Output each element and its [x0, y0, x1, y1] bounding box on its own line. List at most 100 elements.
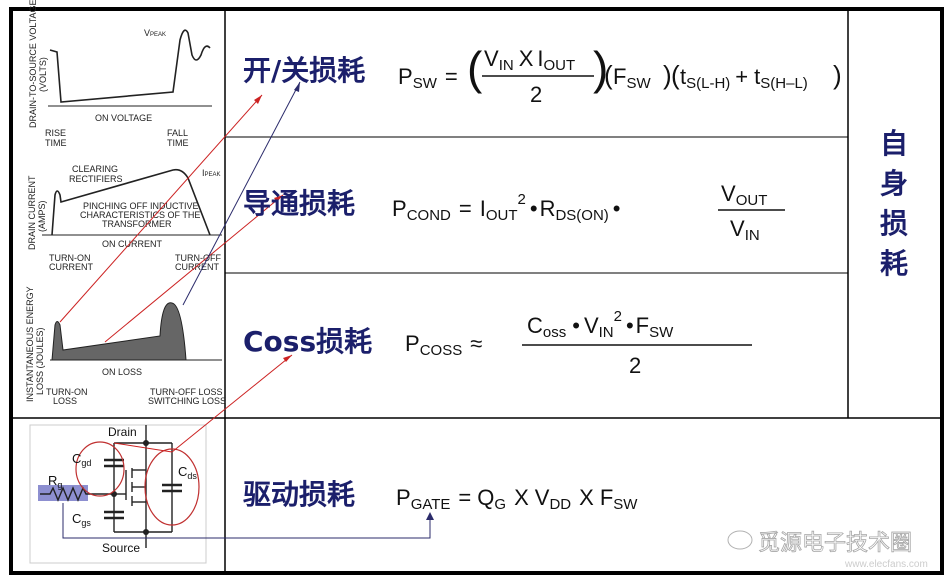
q-sub: G — [494, 496, 506, 513]
watermark-text: 觅源电子技术圈 — [758, 531, 912, 556]
resistor-rg — [40, 486, 114, 502]
switching-loss-title: 开/关损耗 — [243, 54, 365, 87]
f: F — [636, 313, 649, 338]
turn-off-current-label: CURRENT — [175, 262, 220, 272]
conduction-loss-title: 导通损耗 — [243, 187, 355, 220]
rg-label: R — [48, 473, 57, 488]
arrowhead — [294, 82, 300, 92]
self-loss-label: 自 身 损 耗 — [880, 127, 908, 280]
eq: = — [445, 64, 458, 89]
turn-off-label: TURN-OFF — [175, 253, 221, 263]
transformer-label: TRANSFORMER — [102, 219, 172, 229]
svg-text:IPEAK: IPEAK — [202, 168, 221, 178]
v-sub: IN — [499, 57, 514, 74]
p: P — [396, 485, 411, 510]
cds-label: C — [178, 464, 187, 479]
coss-loss-title: Coss损耗 — [243, 325, 372, 358]
svg-text:VOUT: VOUT — [721, 181, 767, 209]
arrow-gate-to-drive — [62, 503, 431, 539]
c: C — [527, 313, 543, 338]
eq: = — [459, 196, 472, 221]
p-sub: COSS — [420, 342, 463, 359]
svg-text:PCOSS≈: PCOSS ≈ — [405, 331, 482, 359]
arrow-turn-off-to-switching — [182, 81, 301, 306]
svg-text:Rg: Rg — [48, 473, 62, 490]
p: P — [405, 331, 420, 356]
svg-text:VPEAK: VPEAK — [144, 28, 166, 38]
ipeak-label: I — [202, 168, 205, 178]
i: I — [480, 196, 486, 221]
plus: + — [735, 64, 748, 89]
v-in: V — [730, 216, 745, 241]
r-sub: DS(ON) — [555, 207, 608, 224]
side-char: 耗 — [880, 247, 908, 280]
svg-text:Coss•VIN2•FSW: Coss•VIN2•FSW — [527, 308, 674, 341]
approx: ≈ — [470, 331, 482, 356]
dot: • — [572, 313, 580, 338]
side-char: 身 — [880, 167, 908, 200]
voltage-ylabel: DRAIN-TO-SOURCE VOLTAGE — [28, 0, 38, 128]
turn-on-current-label: CURRENT — [49, 262, 94, 272]
v-sub: DD — [549, 496, 571, 513]
p: P — [392, 196, 407, 221]
arrowhead — [254, 95, 262, 104]
f-sub: SW — [613, 496, 638, 513]
svg-text:(: ( — [604, 60, 613, 90]
p-sub: GATE — [411, 496, 451, 513]
svg-text:(: ( — [671, 60, 680, 90]
loss-label: LOSS — [53, 396, 77, 406]
times: X — [579, 485, 594, 510]
current-ylabel: DRAIN CURRENT — [27, 175, 37, 250]
denominator: 2 — [530, 82, 542, 107]
p-sub: SW — [413, 75, 438, 92]
cgs-sub: gs — [81, 518, 91, 528]
svg-text:): ) — [593, 42, 608, 94]
fall-time-label: TIME — [167, 138, 189, 148]
on-current-label: ON CURRENT — [102, 239, 163, 249]
fall-label: FALL — [167, 128, 188, 138]
cgd-label: C — [72, 451, 81, 466]
dot: • — [613, 196, 621, 221]
f-sub: SW — [649, 324, 674, 341]
dot: • — [530, 196, 538, 221]
times: X — [519, 46, 534, 71]
current-ylabel-unit: (AMPS) — [37, 200, 47, 232]
voltage-ylabel-unit: (VOLTS) — [38, 57, 48, 92]
i-sub: OUT — [544, 57, 576, 74]
cgd-sub: gd — [81, 458, 91, 468]
t1-sub: S(L-H) — [686, 75, 730, 92]
v-sup: 2 — [614, 308, 622, 325]
turn-on-label: TURN-ON — [49, 253, 91, 263]
t2-sub: S(H–L) — [760, 75, 808, 92]
rise-label: RISE — [45, 128, 66, 138]
arrow-cds-to-coss — [171, 354, 293, 453]
v-out-sub: OUT — [736, 192, 768, 209]
p-sub: COND — [407, 207, 451, 224]
dot: • — [626, 313, 634, 338]
rectifiers-label: RECTIFIERS — [69, 174, 123, 184]
t2: t — [754, 64, 760, 89]
svg-text:): ) — [663, 60, 672, 90]
side-char: 损 — [880, 207, 908, 240]
rg-sub: g — [57, 480, 62, 490]
svg-text:PSW=: PSW= — [398, 64, 458, 92]
drive-loss-title: 驱动损耗 — [243, 478, 355, 511]
v-in-sub: IN — [745, 227, 760, 244]
v: V — [584, 313, 599, 338]
t1: t — [680, 64, 686, 89]
pinch-label: PINCHING OFF INDUCTIVE — [83, 201, 199, 211]
energy-ylabel: INSTANTANEOUS ENERGY — [25, 286, 35, 402]
v: V — [484, 46, 499, 71]
f: F — [600, 485, 613, 510]
cds-highlight-circle — [144, 448, 200, 526]
watermark: 觅源电子技术圈 www.elecfans.com — [727, 530, 928, 570]
svg-text:tS(L-H)+tS(H–L): tS(L-H)+tS(H–L) — [680, 64, 808, 92]
rise-time-label: TIME — [45, 138, 67, 148]
voltage-waveform: DRAIN-TO-SOURCE VOLTAGE (VOLTS) VPEAK ON… — [28, 0, 212, 148]
coss-loss-row: Coss损耗 PCOSS ≈ Coss•VIN2•FSW 2 — [243, 308, 752, 378]
svg-text:PCOND=IOUT2•RDS(ON)•: PCOND=IOUT2•RDS(ON)• — [392, 191, 620, 224]
